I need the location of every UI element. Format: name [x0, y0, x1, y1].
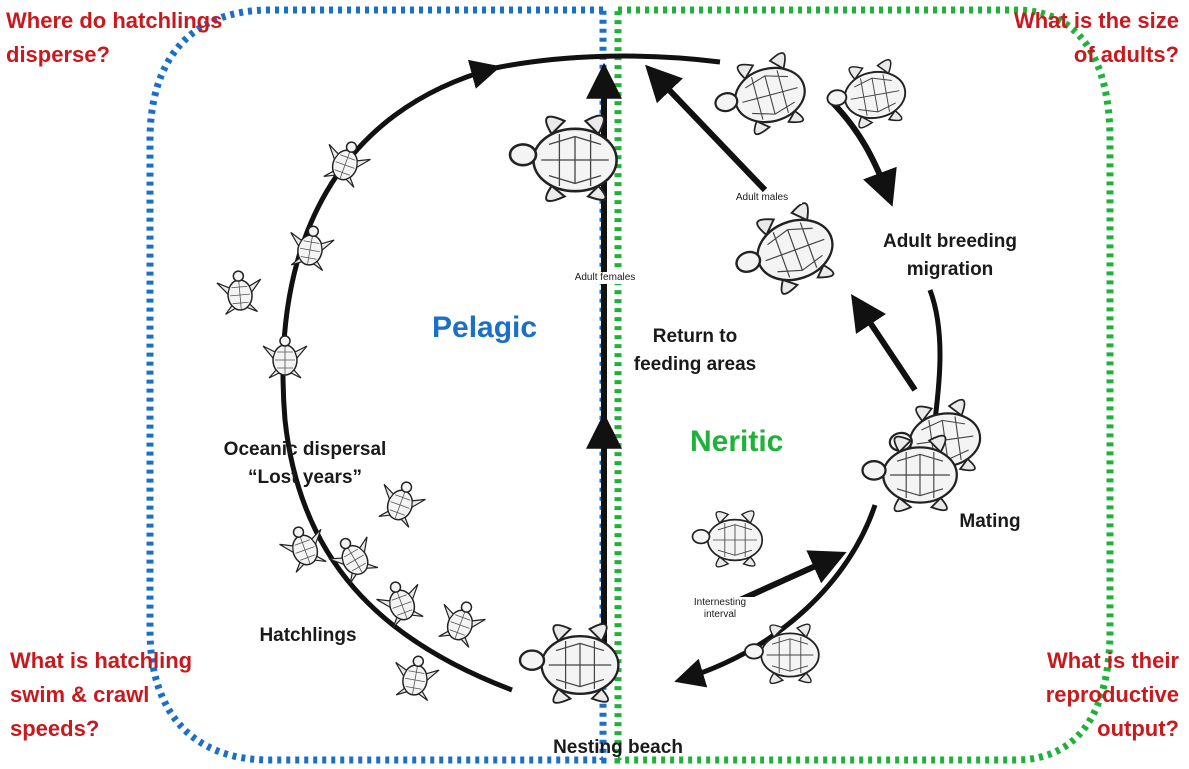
question-adult-size: What is the size of adults?	[1014, 4, 1179, 72]
question-hatchling-speeds: What is hatchling swim & crawl speeds?	[10, 644, 192, 746]
adult-turtle-icon	[510, 115, 617, 201]
return-feeding-arrow	[855, 300, 915, 390]
hatchlings-label: Hatchlings	[248, 622, 368, 650]
mating-label: Mating	[950, 508, 1030, 536]
question-hatchling-dispersal: Where do hatchlings disperse?	[6, 4, 222, 72]
oceanic-dispersal-label: Oceanic dispersal “Lost years”	[200, 436, 410, 492]
top-arc-arrow	[495, 56, 720, 68]
internesting-interval-label: Internesting interval	[680, 597, 760, 621]
adult-males-label: Adult males	[722, 192, 802, 204]
hatchling-icon	[373, 575, 429, 630]
adult-turtle-icon	[823, 58, 911, 133]
internesting-turtle-icon	[693, 511, 763, 567]
pelagic-boundary	[150, 10, 603, 760]
internesting-turtle-icon	[745, 624, 819, 683]
nesting-beach-label: Nesting beach	[538, 734, 698, 762]
neritic-zone-label: Neritic	[690, 425, 783, 459]
question-reproductive-output: What is their reproductive output?	[1046, 644, 1179, 746]
pelagic-zone-label: Pelagic	[432, 311, 537, 345]
adult-females-label: Adult females	[565, 272, 645, 284]
return-feeding-label: Return to feeding areas	[620, 323, 770, 379]
hatchling-icon	[263, 336, 307, 378]
hatchling-icon	[390, 653, 441, 702]
hatchling-icon	[433, 595, 489, 650]
adult-turtle-icon	[725, 198, 844, 306]
nesting-turtle-icon	[520, 624, 618, 703]
adult-turtle-icon	[707, 50, 813, 143]
adult-breeding-migration-label: Adult breeding migration	[870, 228, 1030, 284]
hatchling-icon	[285, 223, 336, 272]
right-arc	[930, 290, 940, 420]
hatchling-icon	[216, 269, 263, 315]
